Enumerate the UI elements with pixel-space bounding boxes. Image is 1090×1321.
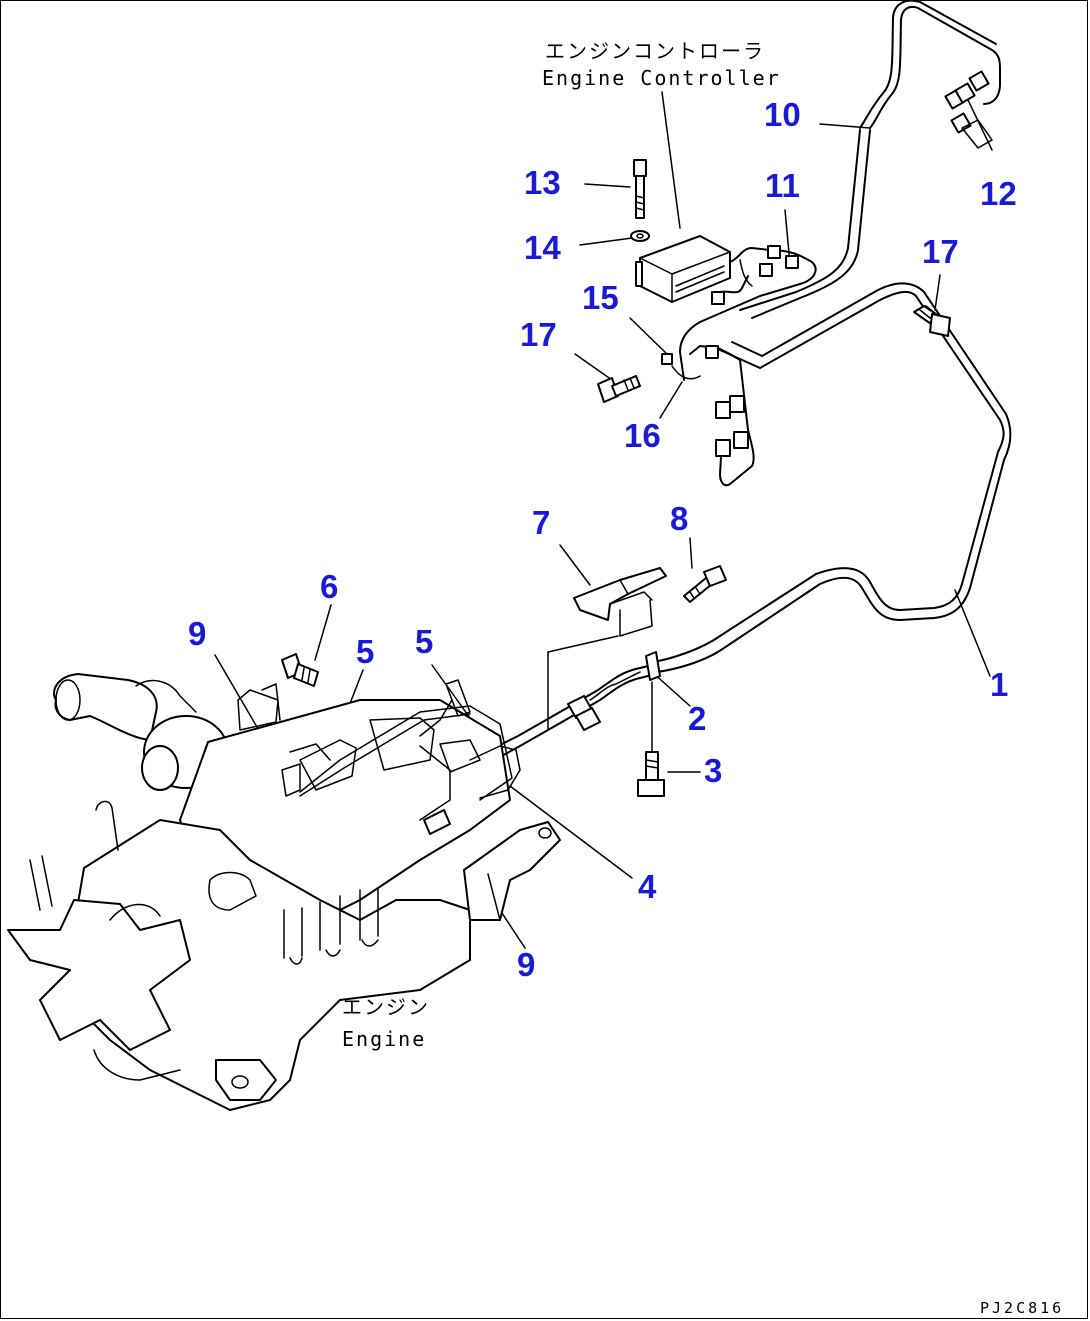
connector-pair <box>567 671 641 731</box>
callout-5b: 5 <box>415 623 433 660</box>
clamp-16 <box>671 365 701 380</box>
callout-11: 11 <box>765 167 800 204</box>
callout-15: 15 <box>582 279 619 316</box>
harness-10 <box>739 0 1001 319</box>
callout-1: 1 <box>990 666 1008 703</box>
callout-13: 13 <box>524 164 561 201</box>
callout-6: 6 <box>320 568 338 605</box>
engine-controller <box>635 235 731 303</box>
drawing-code: PJ2C816 <box>980 1299 1064 1317</box>
bracket-7 <box>547 567 667 731</box>
clamp-2 <box>645 651 661 761</box>
callout-14: 14 <box>524 229 561 266</box>
callout-12: 12 <box>980 175 1017 212</box>
clamp-15 <box>661 353 673 365</box>
callout-16: 16 <box>624 417 661 454</box>
callout-8: 8 <box>670 500 688 537</box>
bolt-17-left <box>597 375 641 403</box>
callout-numbers: 1 2 3 4 5 5 6 7 8 9 9 10 11 12 13 14 15 … <box>188 96 1017 983</box>
callout-2: 2 <box>688 700 706 737</box>
callout-7: 7 <box>532 504 550 541</box>
callout-17a: 17 <box>520 316 557 353</box>
bolt-6 <box>281 653 319 687</box>
bolt-13 <box>633 159 647 219</box>
engine <box>7 673 561 1111</box>
callout-9b: 9 <box>517 946 535 983</box>
controller-label-en: Engine Controller <box>542 66 781 90</box>
washer-14 <box>630 230 650 242</box>
callout-9a: 9 <box>188 615 206 652</box>
controller-label-jp: エンジンコントローラ <box>545 39 765 63</box>
bolt-3 <box>637 751 665 797</box>
callout-4: 4 <box>638 868 657 905</box>
harness-11 <box>679 245 817 487</box>
callout-10: 10 <box>764 96 801 133</box>
callout-17b: 17 <box>922 233 959 270</box>
bolt-17-right <box>913 305 951 337</box>
engine-label-en: Engine <box>342 1027 426 1051</box>
bolt-8 <box>683 565 727 603</box>
callout-3: 3 <box>704 752 722 789</box>
engine-label-jp: エンジン <box>342 995 430 1019</box>
callout-5a: 5 <box>356 633 374 670</box>
harness-1 <box>469 282 1012 771</box>
